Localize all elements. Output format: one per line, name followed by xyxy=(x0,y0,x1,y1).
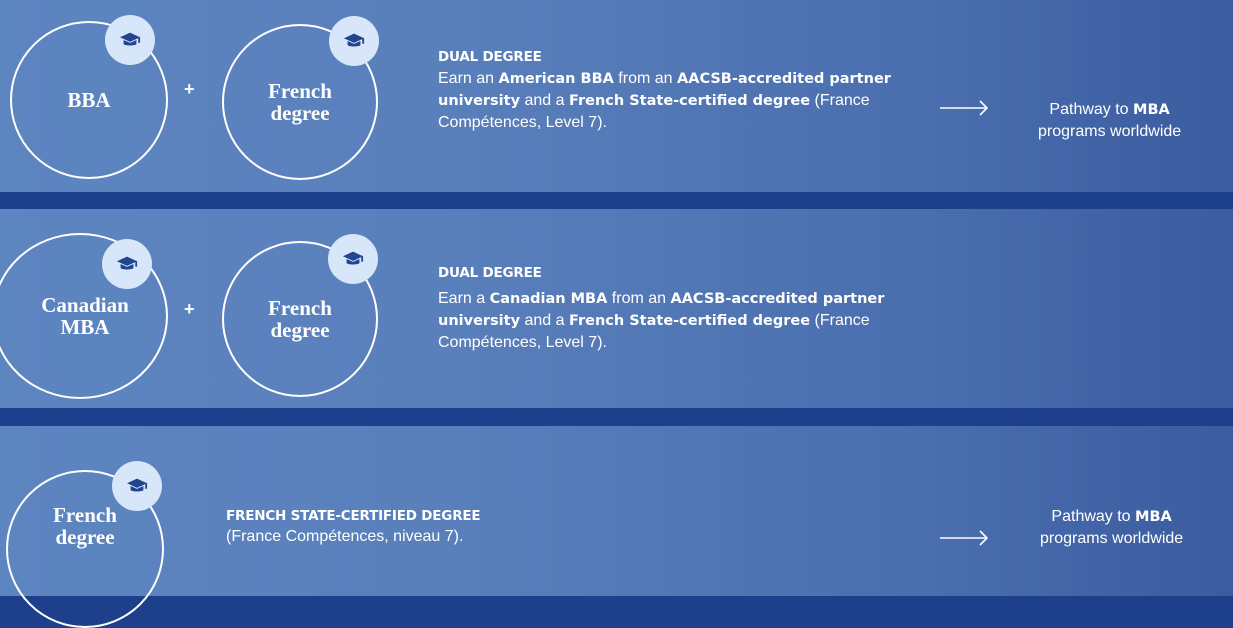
graduation-cap-icon xyxy=(102,239,152,289)
graduation-cap-icon xyxy=(329,16,379,66)
program-row-bba: BBA + French degree DUAL DEGREE Earn an … xyxy=(0,0,1233,192)
degree-circle-label: French degree xyxy=(268,296,332,342)
degree-circle-french: French degree xyxy=(222,24,378,180)
row-heading: DUAL DEGREE xyxy=(438,49,542,65)
pathway-text: Pathway to MBA programs worldwide xyxy=(1038,101,1182,140)
pathway-text: Pathway to MBA programs worldwide xyxy=(1040,508,1184,547)
row-description: (France Compétences, niveau 7). xyxy=(226,528,464,545)
plus-sign: + xyxy=(184,79,195,99)
program-row-french-degree: French degree FRENCH STATE-CERTIFIED DEG… xyxy=(0,426,1233,628)
graduation-cap-icon xyxy=(112,461,162,511)
degree-circle-bba: BBA xyxy=(10,21,168,179)
right-arrow-icon xyxy=(940,530,989,546)
row-heading: DUAL DEGREE xyxy=(438,265,542,281)
graduation-cap-icon xyxy=(328,234,378,284)
degree-circle-french: French degree xyxy=(222,241,378,397)
row-description: Earn a Canadian MBA from an AACSB-accred… xyxy=(438,290,885,351)
program-row-canadian-mba: Canadian MBA + French degree DUAL DEGREE… xyxy=(0,209,1233,408)
degree-circle-canadian-mba: Canadian MBA xyxy=(0,233,168,399)
degree-circle-french: French degree xyxy=(6,470,164,628)
degree-circle-label: French degree xyxy=(53,503,117,549)
plus-sign: + xyxy=(184,299,195,319)
graduation-cap-icon xyxy=(105,15,155,65)
degree-circle-label: Canadian MBA xyxy=(41,293,129,339)
right-arrow-icon xyxy=(940,100,989,116)
degree-circle-label: French degree xyxy=(268,79,332,125)
row-description: Earn an American BBA from an AACSB-accre… xyxy=(438,70,891,131)
degree-circle-label: BBA xyxy=(67,88,111,112)
row-heading: FRENCH STATE-CERTIFIED DEGREE xyxy=(226,508,481,524)
